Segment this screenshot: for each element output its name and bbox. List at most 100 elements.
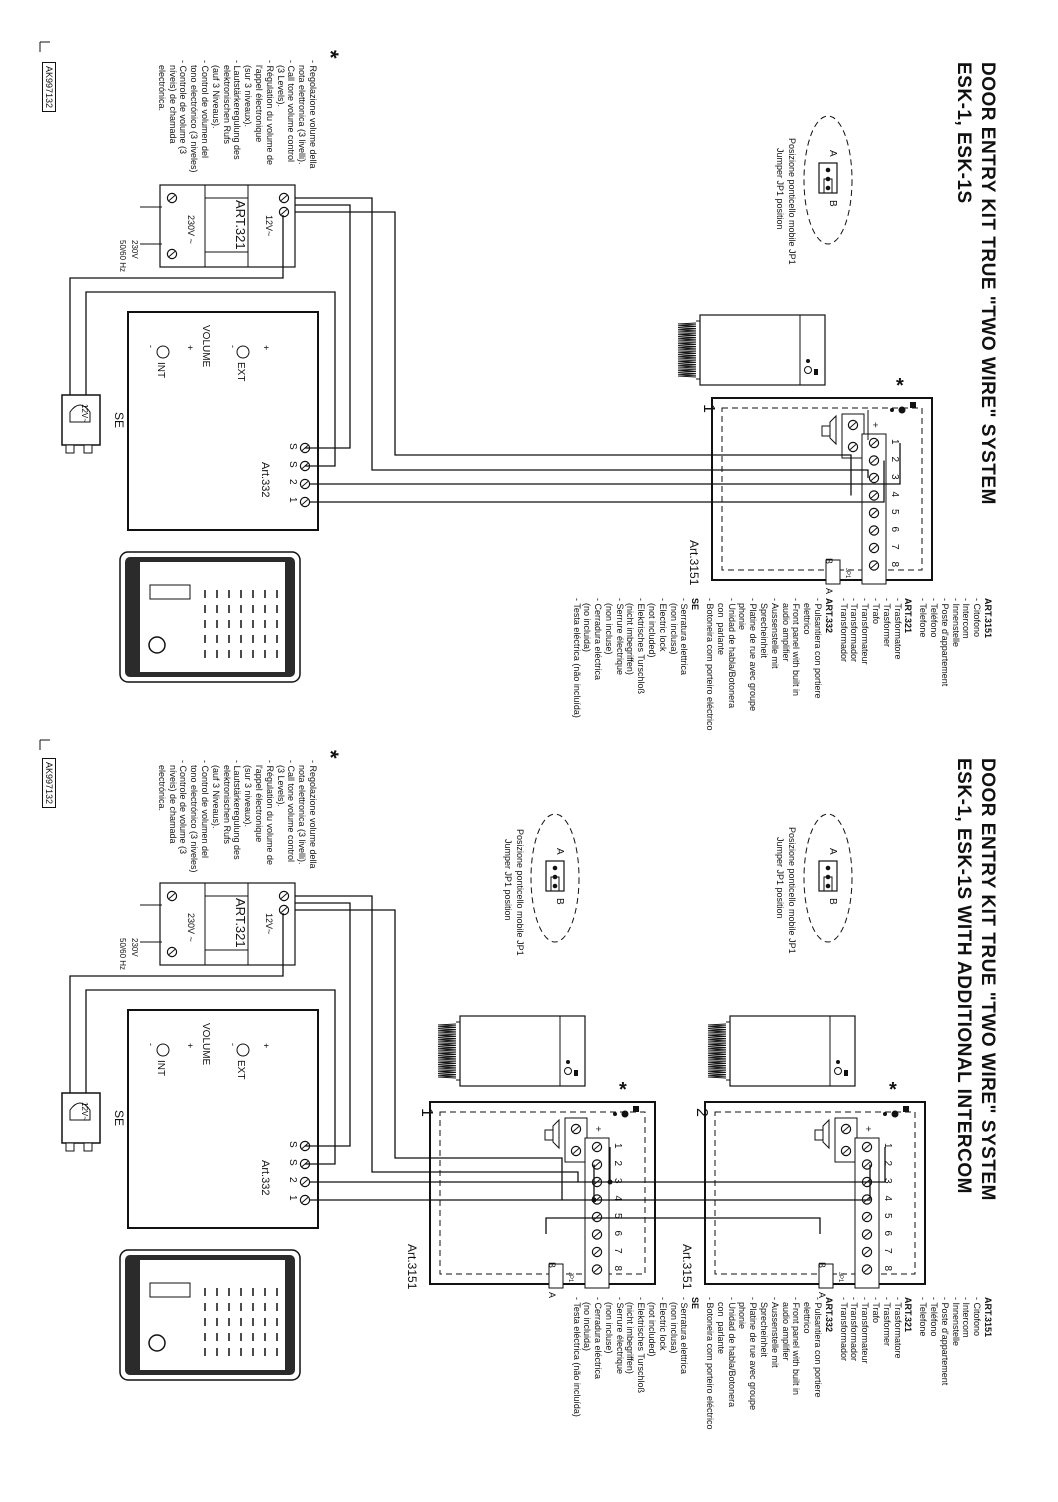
terminal-number: 1 bbox=[882, 1143, 893, 1149]
lock-pin bbox=[83, 1142, 93, 1152]
handset-led bbox=[806, 359, 810, 363]
handset bbox=[437, 1015, 586, 1087]
psu-model-label: ART.321 bbox=[233, 898, 248, 948]
door-panel-terminal-label: 1 bbox=[287, 1195, 298, 1201]
star-note-line: - Control de volumen del bbox=[200, 60, 211, 159]
handset bbox=[677, 314, 826, 386]
int-plus: + bbox=[185, 1043, 195, 1048]
wire bbox=[707, 1023, 727, 1079]
terminal-number: 8 bbox=[889, 562, 900, 568]
jp1-block bbox=[825, 559, 841, 585]
bottom-star-mark: * bbox=[318, 750, 343, 759]
bottom-jumper-label-1a: Posizione ponticello mobile JP1 bbox=[787, 827, 797, 954]
jumper-pin bbox=[825, 185, 831, 191]
interphone-unit-number: 1 bbox=[700, 404, 717, 413]
star-note-line: - Lautstärkeregulung des bbox=[232, 60, 243, 160]
jp1-b: B bbox=[817, 1262, 827, 1268]
volume-label: VOLUME bbox=[200, 325, 211, 368]
int-label: INT bbox=[155, 1060, 166, 1076]
terminal-number: 4 bbox=[889, 492, 900, 498]
terminal-number: 6 bbox=[889, 527, 900, 533]
star-note-line: (3 Levels). bbox=[275, 60, 286, 108]
jumper-jp1-detail: AB bbox=[803, 115, 853, 245]
terminal-number: 4 bbox=[612, 1196, 623, 1202]
psu-in-voltage: 230V ~ bbox=[186, 913, 196, 942]
speaker-icon bbox=[814, 1118, 830, 1150]
legend-line: - Pulsantiera con portiere bbox=[813, 1297, 824, 1398]
handset-button bbox=[834, 1067, 842, 1075]
legend-line: phonie bbox=[737, 598, 748, 631]
wire bbox=[295, 197, 869, 478]
legend-line: - Front panel with built in bbox=[791, 1297, 802, 1396]
door-panel-terminal-label: S bbox=[287, 1159, 298, 1166]
interphone-frame bbox=[711, 397, 933, 581]
lock-pin bbox=[65, 444, 75, 454]
ext-label: EXT bbox=[235, 362, 246, 381]
interphone-model-label: Art.3151 bbox=[405, 1244, 419, 1290]
screw-terminal bbox=[861, 1264, 873, 1275]
ext-volume-pot bbox=[236, 345, 250, 359]
legend-line: - Electric lock bbox=[657, 1297, 668, 1351]
screw-terminal bbox=[868, 490, 880, 501]
door-panel-terminal-label: 2 bbox=[287, 1177, 298, 1183]
lock-pin bbox=[83, 444, 93, 454]
legend-line: - Aussenstelle mit bbox=[769, 1297, 780, 1368]
handset-led bbox=[566, 1060, 570, 1064]
interphone-jumper-pin bbox=[903, 1106, 909, 1112]
legend-line: - Trafo bbox=[871, 1297, 882, 1324]
legend-heading: ART.332 bbox=[823, 1297, 834, 1333]
volume-label: VOLUME bbox=[200, 1023, 211, 1066]
legend-line: (non inclusa) bbox=[668, 598, 679, 655]
door-panel-model-label: Art.332 bbox=[259, 1160, 271, 1195]
star-note-line: tono electrónico (3 niveles) bbox=[189, 760, 200, 873]
star-note-line: (auf 3 Niveaus). bbox=[210, 760, 221, 829]
interphone-star: * bbox=[896, 375, 904, 397]
star-note-line: níveis) de chamada bbox=[167, 60, 178, 144]
terminal-number: 7 bbox=[889, 544, 900, 550]
star-note-line: l'appel électronique bbox=[254, 760, 265, 843]
legend-heading: ART.3151 bbox=[983, 598, 993, 639]
bottom-title-line2: ESK-1, ESK-1S WITH ADDITIONAL INTERCOM bbox=[953, 758, 974, 1194]
interphone-jumper-dot bbox=[898, 406, 906, 414]
screw-terminal bbox=[861, 1141, 873, 1153]
legend-line: - Teléfono bbox=[929, 598, 940, 638]
legend-line: (non inclusa) bbox=[668, 1297, 679, 1354]
legend-line: - Intercom bbox=[961, 598, 972, 639]
screw-terminal bbox=[868, 542, 880, 554]
screw-terminal bbox=[299, 496, 311, 508]
legend-heading: ART.321 bbox=[903, 1297, 914, 1333]
terminal-number: 5 bbox=[889, 509, 900, 515]
mains-voltage: 230V bbox=[130, 938, 139, 957]
legend-line: - Innenstelle bbox=[950, 598, 961, 648]
legend-heading: ART.3151 bbox=[983, 1297, 993, 1338]
screw-terminal bbox=[868, 437, 880, 449]
legend-line: - Innenstelle bbox=[950, 1297, 961, 1347]
terminal-number: 3 bbox=[889, 474, 900, 480]
star-note-line: - Lautstärkeregulung des bbox=[232, 760, 243, 860]
legend-line: - Serratura elettrica bbox=[679, 598, 690, 676]
jumper-dashed-outline bbox=[803, 813, 853, 943]
legend-line: (non incluse) bbox=[603, 598, 614, 655]
legend-line: con parlante bbox=[715, 1297, 726, 1355]
star-note-line: nota elettronica (3 livelli). bbox=[297, 60, 308, 165]
handset-body bbox=[699, 314, 826, 386]
legend-line: (not included) bbox=[647, 598, 658, 658]
legend-line: - Transformateur bbox=[860, 1297, 871, 1364]
star-note-line: - Regolazione volume della bbox=[308, 760, 318, 869]
legend-line: - Citofono bbox=[972, 1297, 983, 1337]
psu-model-label: ART.321 bbox=[233, 200, 248, 250]
jumper-jp1-detail: AB bbox=[530, 813, 580, 943]
call-button bbox=[148, 1334, 166, 1352]
star-note-line: (sur 3 niveaux). bbox=[243, 760, 254, 828]
bottom-legend: ART.3151- Citofono- Intercom- Innenstell… bbox=[567, 1297, 993, 1430]
screw-terminal bbox=[861, 1229, 873, 1240]
legend-group-art332: ART.332- Pulsantiera con portiere elettr… bbox=[704, 598, 834, 731]
screw-terminal bbox=[591, 1211, 603, 1223]
interphone-jumper-dot bbox=[621, 1110, 629, 1118]
interphone-star: * bbox=[889, 1079, 897, 1101]
wire bbox=[310, 443, 901, 485]
handset-logo bbox=[844, 1070, 848, 1076]
